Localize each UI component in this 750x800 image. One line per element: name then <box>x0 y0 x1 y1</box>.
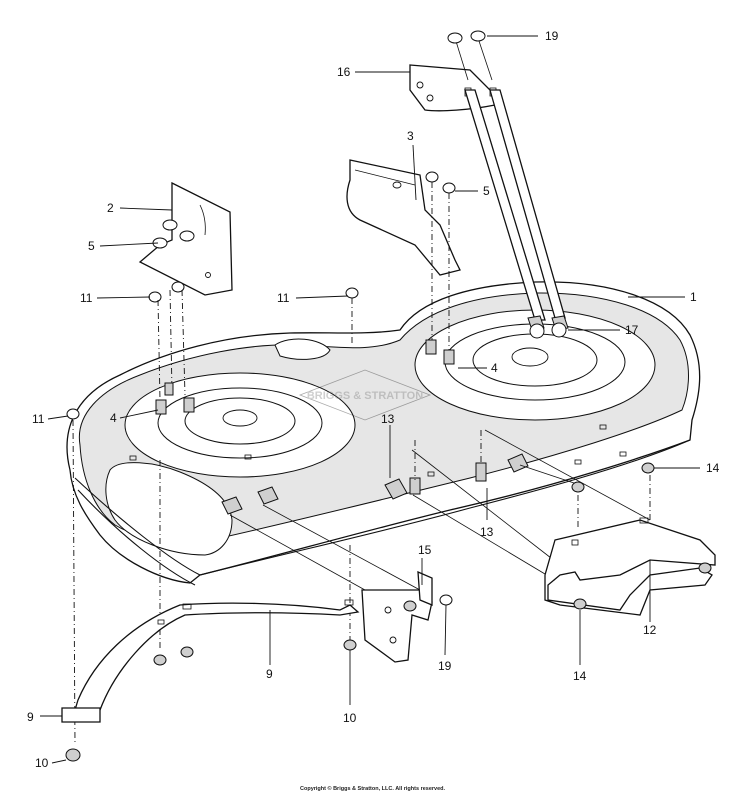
callout-14-bottom: 14 <box>573 669 587 683</box>
callout-2: 2 <box>107 201 114 215</box>
stabilizer-bracket-15 <box>361 570 453 663</box>
callout-1: 1 <box>690 290 697 304</box>
callout-4-left: 4 <box>110 411 117 425</box>
carriage-bolts-13 <box>221 430 529 515</box>
callout-13-lower: 13 <box>480 525 494 539</box>
front-bracket-12 <box>544 462 716 616</box>
callout-12: 12 <box>643 623 657 637</box>
callout-leaders <box>40 35 700 764</box>
callout-3: 3 <box>407 129 414 143</box>
callout-5-right: 5 <box>483 184 490 198</box>
callout-13-upper: 13 <box>381 412 395 426</box>
callout-19-bottom: 19 <box>438 659 452 673</box>
callout-16: 16 <box>337 65 351 79</box>
callout-10-left: 10 <box>35 756 49 770</box>
baffle-9 <box>61 599 360 762</box>
callout-14-right: 14 <box>706 461 720 475</box>
callout-11-center: 11 <box>277 291 290 305</box>
lock-nut-19-top <box>447 30 486 44</box>
brand-watermark: BRIGGS & STRATTON <box>298 369 432 421</box>
callout-4-right: 4 <box>491 361 498 375</box>
callout-17: 17 <box>625 323 639 337</box>
callout-11-left: 11 <box>80 291 93 305</box>
callout-10-center: 10 <box>343 711 357 725</box>
copyright-notice: Copyright © Briggs & Stratton, LLC. All … <box>300 786 446 792</box>
callout-9-left: 9 <box>27 710 34 724</box>
svg-text:BRIGGS & STRATTON: BRIGGS & STRATTON <box>307 390 423 402</box>
callout-numbers: 19 16 3 5 2 5 11 11 1 17 4 4 11 13 14 13… <box>27 29 720 770</box>
callout-19-top: 19 <box>545 29 559 43</box>
callout-9-center: 9 <box>266 667 273 681</box>
callout-5-left: 5 <box>88 239 95 253</box>
hanger-bracket-16 <box>409 37 566 321</box>
mounting-bracket-3 <box>346 159 461 276</box>
callout-15: 15 <box>418 543 432 557</box>
callout-11-far-left: 11 <box>32 412 45 426</box>
hex-nuts-and-bolts <box>66 171 569 746</box>
